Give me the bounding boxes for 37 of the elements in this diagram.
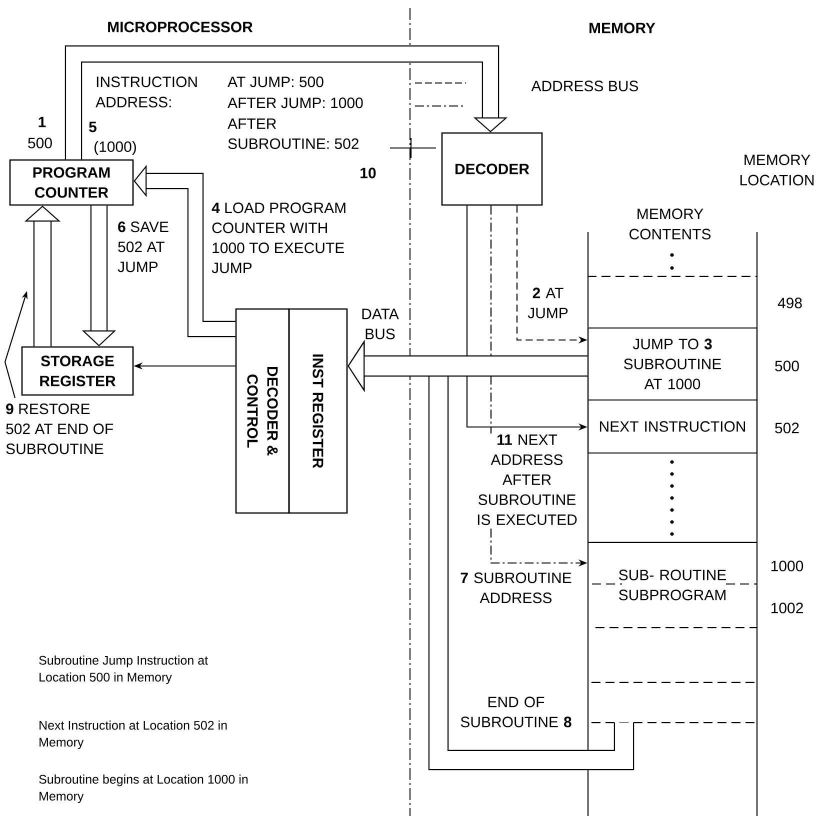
note: Next Instruction at Location 502 in Memory — [40, 720, 227, 750]
control-unit-box: DECODER & CONTROL — [235, 308, 290, 514]
column-heading: MEMORY LOCATION — [740, 154, 814, 186]
edge-label: 4 LOAD PROGRAM COUNTER WITH 1000 TO EXECUTE JUMP — [212, 202, 346, 274]
column-heading: MEMORY CONTENTS — [630, 208, 711, 240]
edge-label: 2 AT JUMP — [528, 288, 568, 318]
memory-cell: SUB- ROUTINE SUBPROGRAM — [587, 542, 758, 628]
edge-label: 9 RESTORE 502 AT END OF SUBROUTINE — [6, 404, 114, 454]
location-number: 1000 — [771, 560, 804, 572]
section-heading: MEMORY — [590, 22, 656, 34]
note: Subroutine begins at Location 1000 in Memory — [39, 774, 248, 804]
edge-label: 11 NEXT ADDRESS AFTER SUBROUTINE IS EXECUTED — [470, 434, 584, 526]
legend-text: AFTER JUMP: 1000 — [228, 98, 363, 108]
location-number: 500 — [775, 360, 799, 372]
edge-label: 6 SAVE 502 AT JUMP — [118, 222, 168, 272]
register-box: PROGRAM COUNTER — [9, 159, 134, 206]
section-heading: MICROPROCESSOR — [108, 22, 253, 32]
edge-label: ADDRESS BUS — [531, 80, 638, 92]
location-number: 502 — [775, 422, 799, 434]
memory-cell: JUMP TO 3 SUBROUTINE AT 1000 — [587, 327, 758, 401]
location-number: 498 — [778, 298, 802, 308]
field-label: INSTRUCTION ADDRESS: — [96, 76, 197, 108]
memory-cell: NEXT INSTRUCTION — [587, 399, 758, 454]
legend-text: AT JUMP: 500 — [228, 76, 324, 88]
legend-text: AFTER SUBROUTINE: 502 — [228, 118, 358, 149]
note: Subroutine Jump Instruction at Location 500 in Memory — [39, 656, 208, 684]
edge-label: 7 SUBROUTINE ADDRESS — [459, 572, 573, 604]
bus-arrow — [64, 45, 508, 160]
location-number: 1002 — [771, 602, 803, 614]
decoder-box: DECODER — [441, 132, 543, 206]
edge-label: DATA BUS — [362, 308, 399, 340]
cell-caption: END OF SUBROUTINE 8 — [460, 696, 572, 728]
register-box: INST REGISTER — [288, 308, 348, 514]
step-number: 1 — [38, 116, 46, 128]
step-number: 10 — [360, 168, 376, 178]
step-number: 5 — [89, 122, 96, 132]
register-box: STORAGE REGISTER — [21, 346, 134, 396]
